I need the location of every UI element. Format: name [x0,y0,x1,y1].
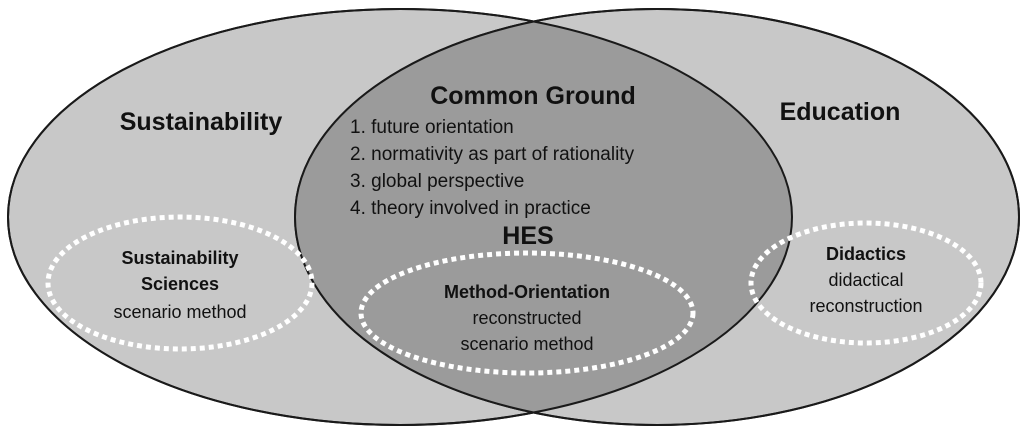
reconstruction-text: reconstruction [809,296,922,316]
common-ground-item: 3. global perspective [350,171,524,192]
sustainability-label: Sustainability [120,108,283,136]
common-ground-item: 1. future orientation [350,117,514,138]
sustainability-outline [7,8,793,426]
scenario-method-text: scenario method [113,302,246,322]
didactics-title: Didactics [826,244,906,264]
sustainability-sciences-title: Sustainability [121,248,238,268]
education-label: Education [780,98,901,126]
didactical-text: didactical [828,270,903,290]
sustainability-sciences-dashed-ellipse [45,214,315,352]
sustainability-sciences-title-line2: Sciences [141,274,219,294]
didactics-dashed-ellipse [748,220,984,346]
hes-label: HES [502,222,553,250]
common-ground-item: 4. theory involved in practice [350,198,591,219]
reconstructed-scenario-method-text: scenario method [460,334,593,354]
education-outline [294,8,1020,426]
common-ground-overlap [295,9,792,425]
method-orientation-title: Method-Orientation [444,282,610,302]
method-orientation-dashed-ellipse [358,250,696,376]
common-ground-item: 2. normativity as part of rationality [350,144,635,165]
common-ground-title: Common Ground [430,82,636,110]
reconstructed-text: reconstructed [472,308,581,328]
